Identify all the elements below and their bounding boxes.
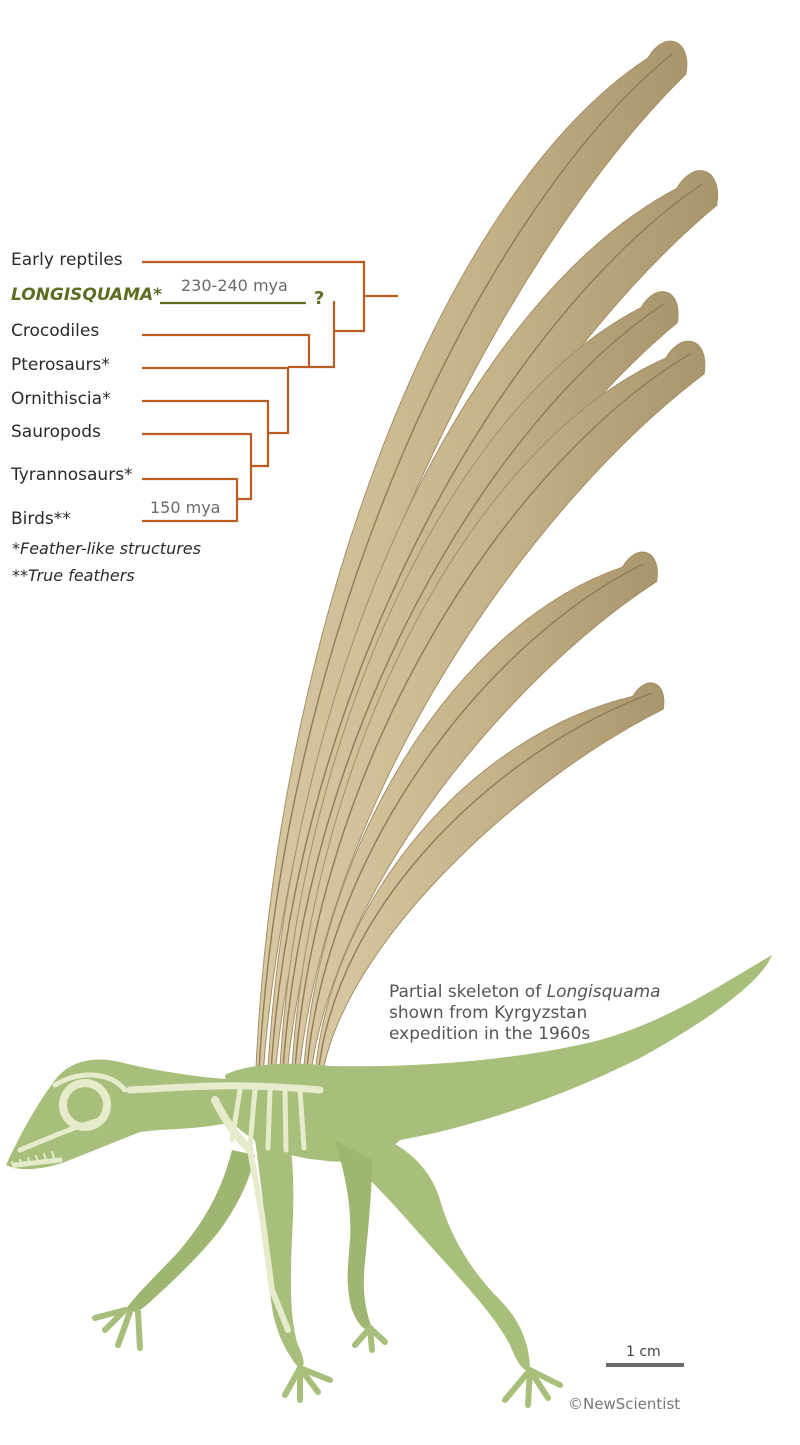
taxon-label-birds: Birds** xyxy=(11,509,71,529)
scale-bar-label: 1 cm xyxy=(626,1344,661,1360)
head-and-neck xyxy=(6,1059,240,1170)
torso-and-tail xyxy=(225,955,772,1162)
shoulder-girdle xyxy=(211,1096,254,1154)
dorsal-appendages xyxy=(254,40,719,1091)
illustration-caption: Partial skeleton of Longisquama shown fr… xyxy=(389,982,689,1045)
taxon-label-crocodiles: Crocodiles xyxy=(11,321,100,341)
forelimb-bones xyxy=(247,1147,291,1333)
taxon-label-longisquama: LONGISQUAMA* xyxy=(11,285,163,305)
copyright-credit: ©NewScientist xyxy=(568,1395,681,1413)
caption-prefix: Partial skeleton of xyxy=(389,982,547,1002)
skeleton xyxy=(11,1072,324,1333)
feather-shaft-1 xyxy=(257,53,673,1091)
caption-species: Longisquama xyxy=(546,982,661,1002)
feather-shaft-4 xyxy=(293,353,691,1085)
vertebral-column xyxy=(126,1082,324,1094)
jaw-teeth xyxy=(11,1151,55,1169)
caption-line-2: shown from Kyrgyzstan xyxy=(389,1003,588,1023)
branch-tyrannosaurs-birds xyxy=(142,477,239,523)
branch-crocodiles xyxy=(142,333,311,369)
foot-front-left xyxy=(92,1307,143,1351)
hind-limb-near xyxy=(354,1130,530,1371)
feather-shaft-3 xyxy=(281,303,665,1087)
branch-sauropods xyxy=(142,432,253,501)
time-label-longisquama: 230-240 mya xyxy=(178,278,291,294)
caption-line-3: expedition in the 1960s xyxy=(389,1024,591,1044)
feather-5 xyxy=(302,551,658,1081)
feather-6 xyxy=(314,682,665,1077)
foot-front-right xyxy=(282,1365,333,1403)
foot-hind-far xyxy=(352,1325,388,1353)
caption-line-1: Partial skeleton of Longisquama xyxy=(389,982,689,1003)
hind-limb-far xyxy=(335,1140,372,1330)
footnote-feather-like: *Feather-like structures xyxy=(12,539,201,558)
branch-ornithiscia xyxy=(142,399,270,468)
feather-shaft-6 xyxy=(317,692,653,1077)
taxon-label-sauropods: Sauropods xyxy=(11,422,101,442)
footnote-true-feathers: **True feathers xyxy=(12,566,135,585)
taxon-label-tyrannosaurs: Tyrannosaurs* xyxy=(11,465,133,485)
front-limb-right xyxy=(255,1140,304,1370)
taxon-label-pterosaurs: Pterosaurs* xyxy=(11,355,110,375)
front-limb-left xyxy=(125,1150,255,1312)
branch-early-reptiles xyxy=(142,260,366,333)
feather-4 xyxy=(290,340,706,1085)
uncertain-mark: ? xyxy=(314,288,325,309)
cladogram-branches xyxy=(142,260,398,523)
branch-pterosaurs xyxy=(142,366,290,435)
ribs xyxy=(229,1087,307,1153)
taxon-label-ornithiscia: Ornithiscia* xyxy=(11,389,111,409)
feet xyxy=(92,1307,563,1408)
taxon-label-early-reptiles: Early reptiles xyxy=(11,250,123,270)
feather-shaft-5 xyxy=(305,562,645,1081)
time-label-birds: 150 mya xyxy=(147,500,224,516)
branch-node-archosaurs xyxy=(309,301,336,369)
creature-body xyxy=(6,955,772,1371)
foot-hind-near xyxy=(502,1367,563,1408)
feather-shaft-2 xyxy=(269,183,703,1089)
